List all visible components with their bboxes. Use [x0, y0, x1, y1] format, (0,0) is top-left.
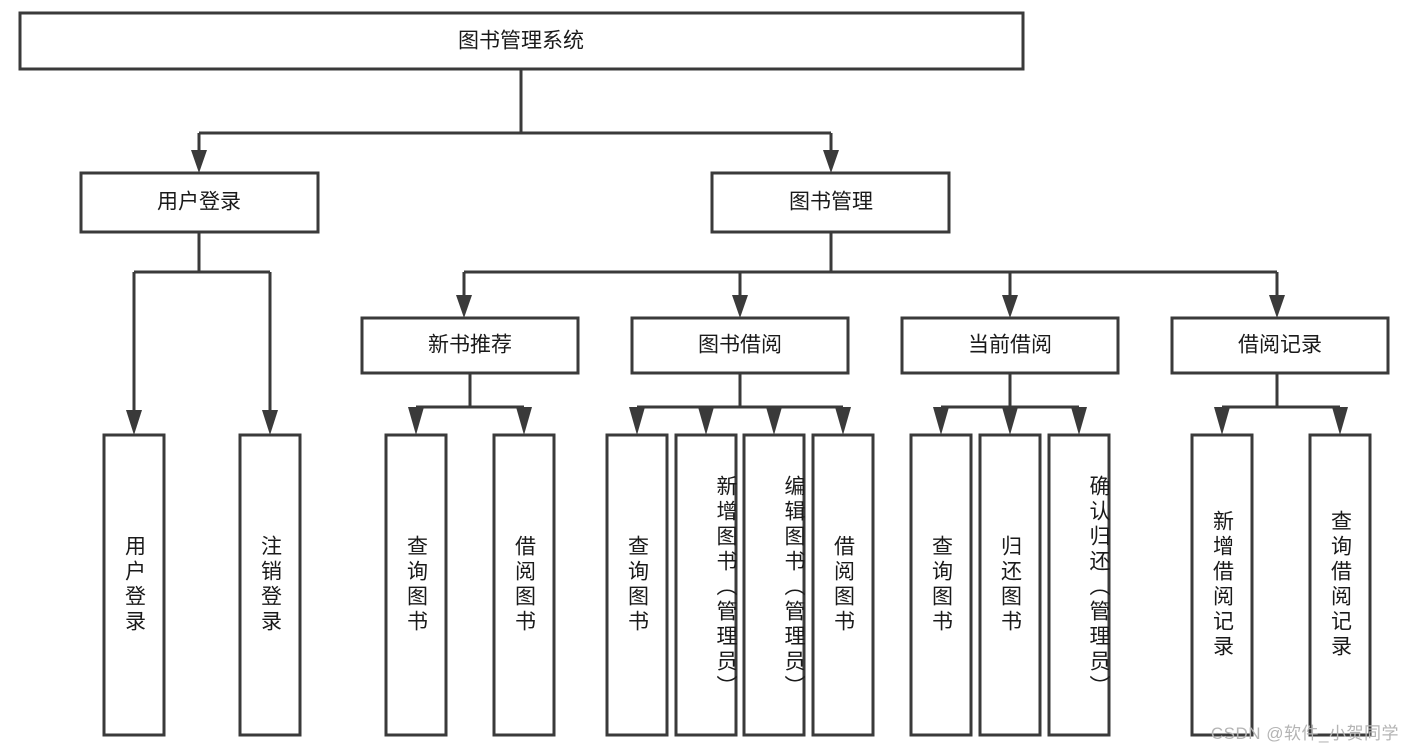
leaf-boxes-new-book-recommend	[384, 433, 556, 737]
node-root[interactable]: 图书管理系统	[18, 11, 1025, 71]
node-borrow-record-label: 借阅记录	[1238, 334, 1322, 357]
arrow-head-leaf-current-borrow-2	[1002, 407, 1018, 435]
arrow-head-leaf-new-book-1	[408, 407, 424, 435]
leaf-box-user-login-2[interactable]	[238, 433, 302, 737]
connector-group-current-borrow	[933, 373, 1087, 435]
leaf-box-new-book-1[interactable]	[384, 433, 448, 737]
connector-group-borrow-record	[1214, 373, 1348, 435]
node-new-book-recommend-box[interactable]	[360, 316, 580, 375]
leaf-box-new-book-2[interactable]	[492, 433, 556, 737]
arrow-head-leaf-book-borrow-4	[835, 407, 851, 435]
arrow-head-borrow-record	[1269, 295, 1285, 318]
node-user-login[interactable]: 用户登录	[79, 171, 320, 234]
node-book-management[interactable]: 图书管理	[710, 171, 951, 234]
node-user-login-label: 用户登录	[157, 191, 241, 214]
node-book-borrow[interactable]: 图书借阅	[630, 316, 850, 375]
leaf-boxes-user-login	[102, 433, 302, 737]
connector-group-user-login	[126, 232, 278, 435]
leaf-box-current-borrow-2[interactable]	[978, 433, 1042, 737]
arrow-head-current-borrow	[1002, 295, 1018, 318]
arrow-head-leaf-user-login-2	[262, 410, 278, 435]
leaf-box-book-borrow-4[interactable]	[811, 433, 875, 737]
leaf-box-borrow-record-2[interactable]	[1308, 433, 1372, 737]
leaf-box-borrow-record-1[interactable]	[1190, 433, 1254, 737]
node-new-book-recommend-label: 新书推荐	[428, 334, 512, 357]
connector-group-book-mgmt	[456, 232, 1285, 318]
connector-group-new-book	[408, 373, 532, 435]
arrow-head-leaf-book-borrow-1	[629, 407, 645, 435]
node-book-management-box[interactable]	[710, 171, 951, 234]
leaf-box-book-borrow-1[interactable]	[605, 433, 669, 737]
node-new-book-recommend[interactable]: 新书推荐	[360, 316, 580, 375]
arrow-head-leaf-borrow-record-2	[1332, 407, 1348, 435]
csdn-watermark: CSDN @软件_小贺同学	[1210, 724, 1399, 743]
leaf-boxes-book-borrow	[605, 433, 875, 737]
arrow-head-leaf-book-borrow-2	[698, 407, 714, 435]
node-borrow-record[interactable]: 借阅记录	[1170, 316, 1390, 375]
leaf-box-current-borrow-3[interactable]	[1047, 433, 1111, 737]
node-root-box[interactable]	[18, 11, 1025, 71]
arrow-head-leaf-new-book-2	[516, 407, 532, 435]
leaf-boxes-borrow-record	[1190, 433, 1372, 737]
node-book-management-label: 图书管理	[789, 191, 873, 214]
arrow-head-new-book	[456, 295, 472, 318]
node-current-borrow[interactable]: 当前借阅	[900, 316, 1120, 375]
node-current-borrow-box[interactable]	[900, 316, 1120, 375]
leaf-box-user-login-1[interactable]	[102, 433, 166, 737]
node-borrow-record-box[interactable]	[1170, 316, 1390, 375]
arrow-head-book-borrow	[732, 295, 748, 318]
arrow-head-leaf-book-borrow-3	[766, 407, 782, 435]
node-user-login-box[interactable]	[79, 171, 320, 234]
node-root-label: 图书管理系统	[458, 30, 584, 53]
arrow-head-leaf-borrow-record-1	[1214, 407, 1230, 435]
node-current-borrow-label: 当前借阅	[968, 334, 1052, 357]
arrow-head-leaf-current-borrow-3	[1071, 407, 1087, 435]
leaf-boxes-current-borrow	[909, 433, 1111, 737]
arrow-head-leaf-user-login-1	[126, 410, 142, 435]
connector-group-root	[191, 69, 839, 173]
leaf-box-book-borrow-3[interactable]	[742, 433, 806, 737]
arrow-head-leaf-current-borrow-1	[933, 407, 949, 435]
connector-group-book-borrow	[629, 373, 851, 435]
node-book-borrow-box[interactable]	[630, 316, 850, 375]
arrow-head-book-mgmt	[823, 150, 839, 173]
leaf-box-current-borrow-1[interactable]	[909, 433, 973, 737]
node-book-borrow-label: 图书借阅	[698, 334, 782, 357]
leaf-box-book-borrow-2[interactable]	[674, 433, 738, 737]
arrow-head-user-login	[191, 150, 207, 173]
